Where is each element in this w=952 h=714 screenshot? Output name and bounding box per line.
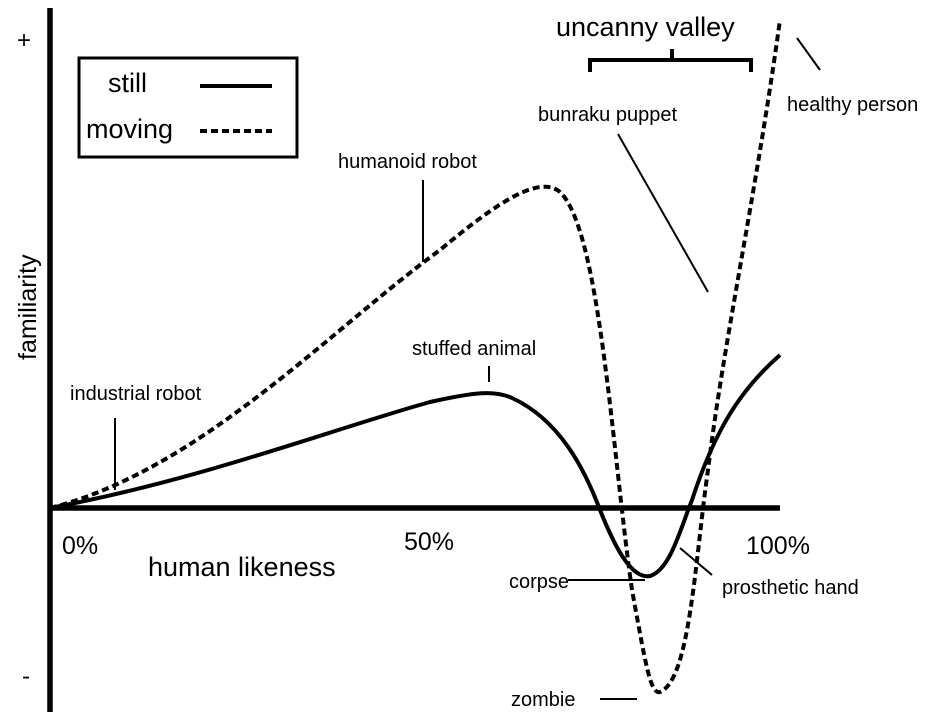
humanoid-robot-label: humanoid robot (338, 151, 477, 173)
healthy-person-leader (796, 37, 821, 71)
uncanny-valley-label: uncanny valley (556, 12, 735, 42)
prosthetic-hand-label: prosthetic hand (722, 577, 859, 599)
healthy-person-label: healthy person (787, 94, 918, 116)
bunraku-puppet-label: bunraku puppet (538, 104, 677, 126)
x-axis-label: human likeness (148, 552, 336, 582)
uncanny-valley-bracket (588, 49, 753, 72)
zombie-label: zombie (511, 689, 575, 711)
x-tick-100: 100% (746, 532, 810, 560)
prosthetic-hand-leader (679, 547, 713, 576)
bunraku-puppet-leader (617, 133, 709, 293)
x-tick-0: 0% (62, 532, 98, 560)
stuffed-animal-label: stuffed animal (412, 338, 536, 360)
industrial-robot-label: industrial robot (70, 383, 202, 405)
y-plus-label: + (17, 27, 31, 54)
legend-still-label: still (108, 68, 147, 98)
corpse-label: corpse (509, 571, 569, 593)
still-curve (49, 353, 782, 579)
y-axis-label: familiarity (14, 254, 42, 360)
x-tick-50: 50% (404, 528, 454, 556)
legend-moving-label: moving (86, 114, 173, 144)
y-minus-label: - (22, 663, 30, 690)
legend (77, 56, 299, 159)
moving-curve (49, 19, 782, 695)
